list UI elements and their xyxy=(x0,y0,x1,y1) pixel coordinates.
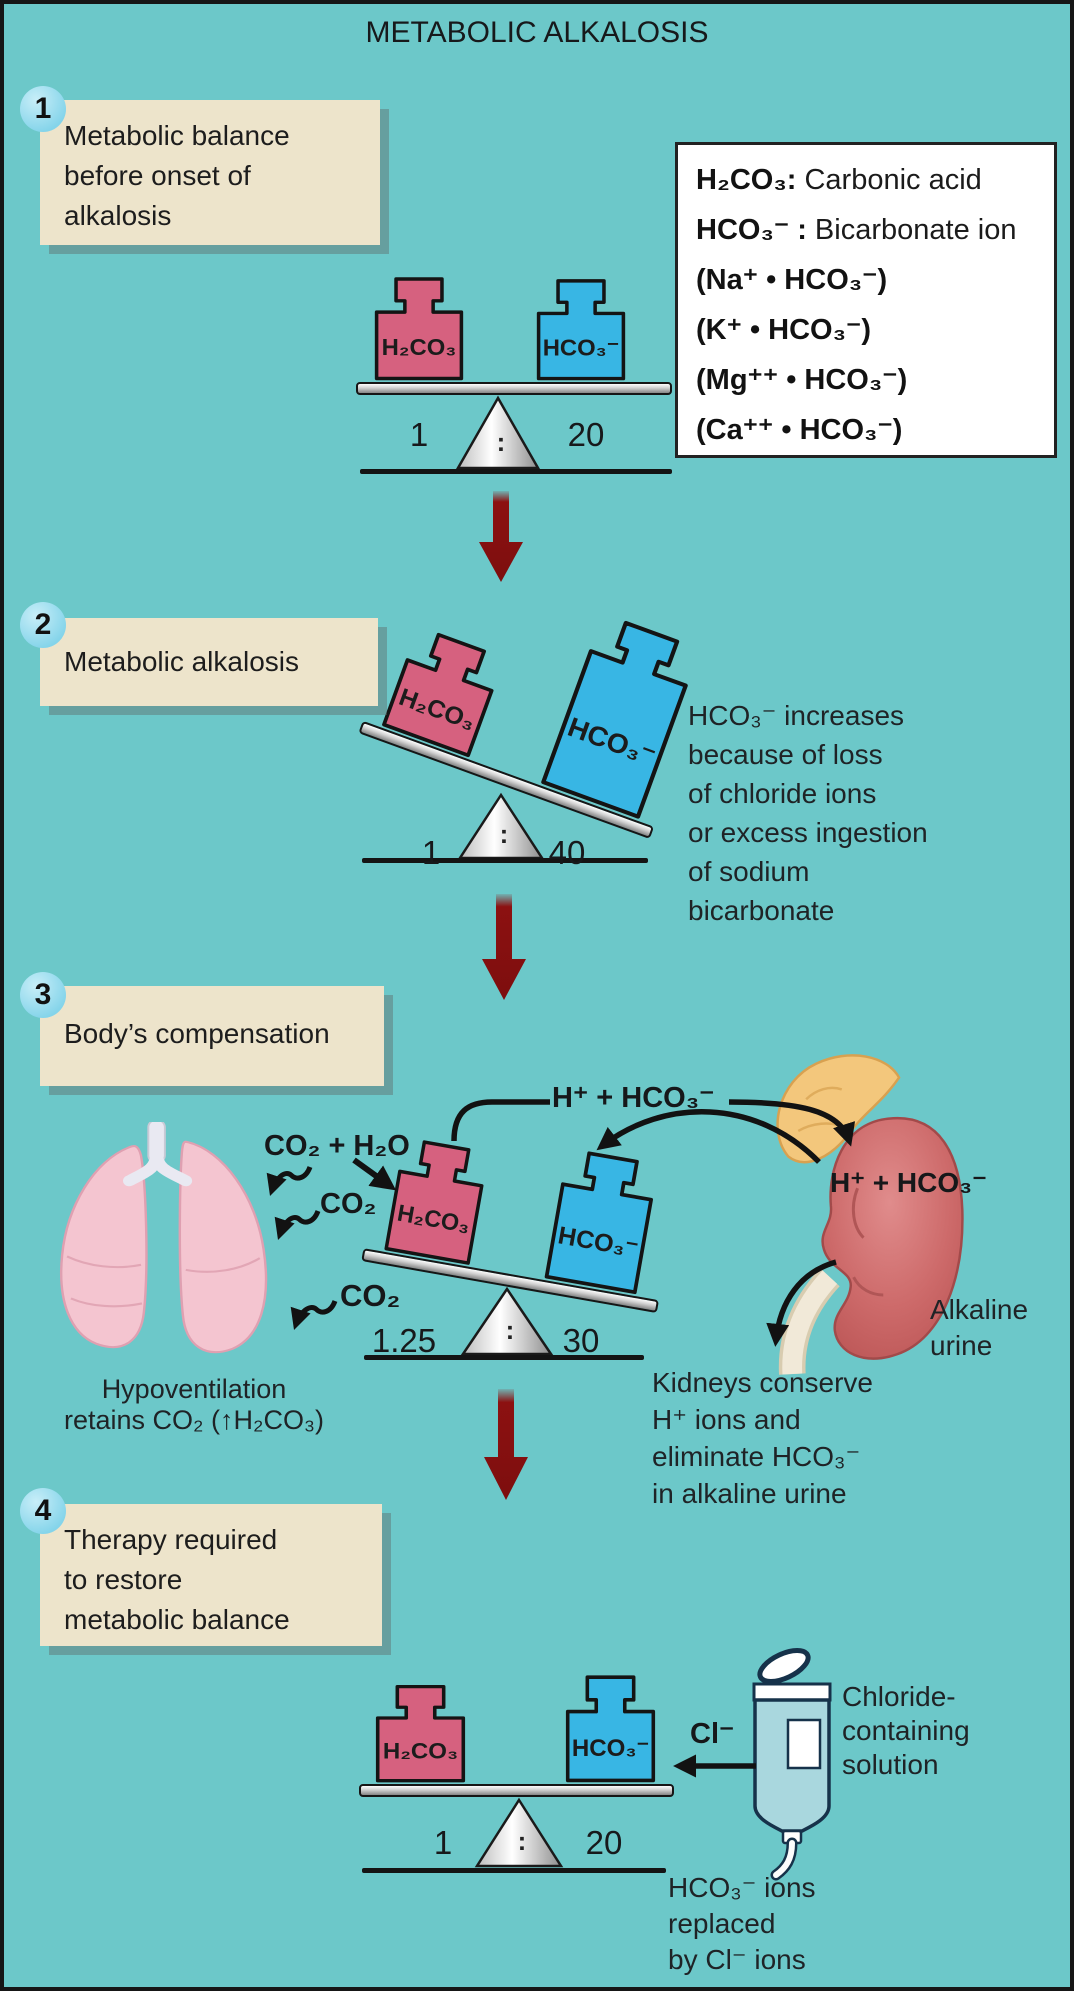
scale3-ratio-left: 1.25 xyxy=(371,1322,437,1359)
step-3-badge: 3 xyxy=(20,972,66,1018)
lungs-illustration xyxy=(60,1122,268,1354)
legend-formula: (K⁺ • HCO₃⁻) xyxy=(696,314,871,346)
legend-formula: (Na⁺ • HCO₃⁻) xyxy=(696,264,888,296)
scale4-ratio-left: 1 xyxy=(433,1824,453,1861)
bottom-note: HCO₃⁻ ions replaced by Cl⁻ ions xyxy=(668,1872,816,1975)
co2-upper-label: CO₂ xyxy=(320,1188,377,1220)
legend-line-k: (K⁺ • HCO₃⁻) xyxy=(696,305,1036,355)
weight-hco3-scale2: HCO₃⁻ xyxy=(541,620,688,819)
step2-note: HCO₃⁻ increases because of loss of chlor… xyxy=(688,700,928,926)
scale4-fulcrum: : xyxy=(474,1797,564,1868)
iv-caption: Chloride- containing solution xyxy=(842,1681,970,1780)
scale3-fulcrum: : xyxy=(460,1286,554,1356)
step-1-badge: 1 xyxy=(20,86,66,132)
step-4-panel: Therapy required to restore metabolic ba… xyxy=(40,1504,382,1646)
scale2-ground xyxy=(362,858,648,863)
scale3-ground xyxy=(364,1355,644,1360)
legend-line-mg: (Mg⁺⁺ • HCO₃⁻) xyxy=(696,355,1036,405)
weight-h2co3-scale4: H₂CO₃ xyxy=(375,1684,466,1783)
legend-desc: Bicarbonate ion xyxy=(806,214,1017,246)
step-4-badge: 4 xyxy=(20,1488,66,1534)
scale4-ground xyxy=(362,1868,666,1873)
weight-hco3-scale3: HCO₃⁻ xyxy=(544,1151,653,1295)
step-3-panel: Body’s compensation xyxy=(40,986,384,1086)
step-2-badge: 2 xyxy=(20,602,66,648)
legend-line-na: (Na⁺ • HCO₃⁻) xyxy=(696,255,1036,305)
iv-bag-label xyxy=(786,1718,822,1770)
alkaline-urine-label: Alkaline urine xyxy=(930,1294,1029,1361)
weight-h2co3-scale2: H₂CO₃ xyxy=(382,632,494,758)
ratio-colon: : xyxy=(518,1826,527,1856)
flow-arrow-3-icon xyxy=(484,1389,528,1500)
flow-arrow-2-icon xyxy=(482,894,526,1000)
scale1-ground xyxy=(360,469,672,474)
weight-label: H₂CO₃ xyxy=(382,335,457,361)
page-title: METABOLIC ALKALOSIS xyxy=(365,16,709,49)
scale1-fulcrum: : xyxy=(455,395,541,470)
lungs-caption: Hypoventilation retains CO₂ (↑H₂CO₃) xyxy=(64,1374,324,1435)
iv-bag-tube xyxy=(773,1840,795,1878)
iv-bag-hanger-loop xyxy=(757,1648,811,1684)
weight-h2co3-scale3: H₂CO₃ xyxy=(384,1140,484,1265)
scale4-beam xyxy=(359,1784,674,1797)
co2-h2o-label: CO₂ + H₂O xyxy=(264,1130,410,1162)
scale1-ratio-left: 1 xyxy=(409,416,429,453)
legend-formula: H₂CO₃: xyxy=(696,164,797,196)
legend-desc: Carbonic acid xyxy=(796,164,982,196)
scale1-beam xyxy=(356,382,672,395)
step-2-panel: Metabolic alkalosis xyxy=(40,618,378,706)
scale1-ratio-right: 20 xyxy=(567,416,605,453)
ratio-colon: : xyxy=(500,819,509,849)
legend-formula: (Ca⁺⁺ • HCO₃⁻) xyxy=(696,414,903,446)
weight-label: HCO₃⁻ xyxy=(543,335,620,361)
legend-line-ca: (Ca⁺⁺ • HCO₃⁻) xyxy=(696,405,1036,455)
iv-bag-illustration xyxy=(752,1648,832,1881)
iv-bag-cap xyxy=(752,1682,832,1702)
co2-lower-label: CO₂ xyxy=(340,1278,401,1313)
ratio-colon: : xyxy=(506,1315,515,1345)
legend-formula: (Mg⁺⁺ • HCO₃⁻) xyxy=(696,364,908,396)
scale3-arm: H₂CO₃ HCO₃⁻ xyxy=(361,1110,683,1314)
kidney-note: Kidneys conserve H⁺ ions and eliminate H… xyxy=(652,1367,874,1509)
weight-h2co3-scale1: H₂CO₃ xyxy=(374,277,464,381)
h-hco3-callout: H⁺ + HCO₃⁻ xyxy=(552,1082,715,1114)
kidney-ion-label: H⁺ + HCO₃⁻ xyxy=(830,1167,987,1198)
step-1-panel: Metabolic balance before onset of alkalo… xyxy=(40,100,380,245)
ratio-colon: : xyxy=(497,427,506,457)
weight-label: H₂CO₃ xyxy=(383,1738,458,1763)
cl-label: Cl⁻ xyxy=(690,1718,735,1750)
scale2-fulcrum: : xyxy=(457,792,545,860)
legend-formula: HCO₃⁻ : xyxy=(696,214,807,246)
scale3-ratio-right: 30 xyxy=(562,1322,600,1359)
weight-hco3-scale4: HCO₃⁻ xyxy=(565,1675,656,1783)
legend-line-carbonic: H₂CO₃: Carbonic acid xyxy=(696,155,1036,205)
legend-line-bicarbonate: HCO₃⁻ : Bicarbonate ion xyxy=(696,205,1036,255)
weight-hco3-scale1: HCO₃⁻ xyxy=(536,279,626,381)
scale2-ratio-left: 1 xyxy=(421,834,441,871)
scale2-arm: H₂CO₃ HCO₃⁻ xyxy=(358,540,719,840)
scale4-ratio-right: 20 xyxy=(585,1824,623,1861)
scale2-ratio-right: 40 xyxy=(548,834,586,871)
legend-box: H₂CO₃: Carbonic acid HCO₃⁻ : Bicarbonate… xyxy=(675,142,1057,458)
weight-label: HCO₃⁻ xyxy=(572,1735,649,1762)
